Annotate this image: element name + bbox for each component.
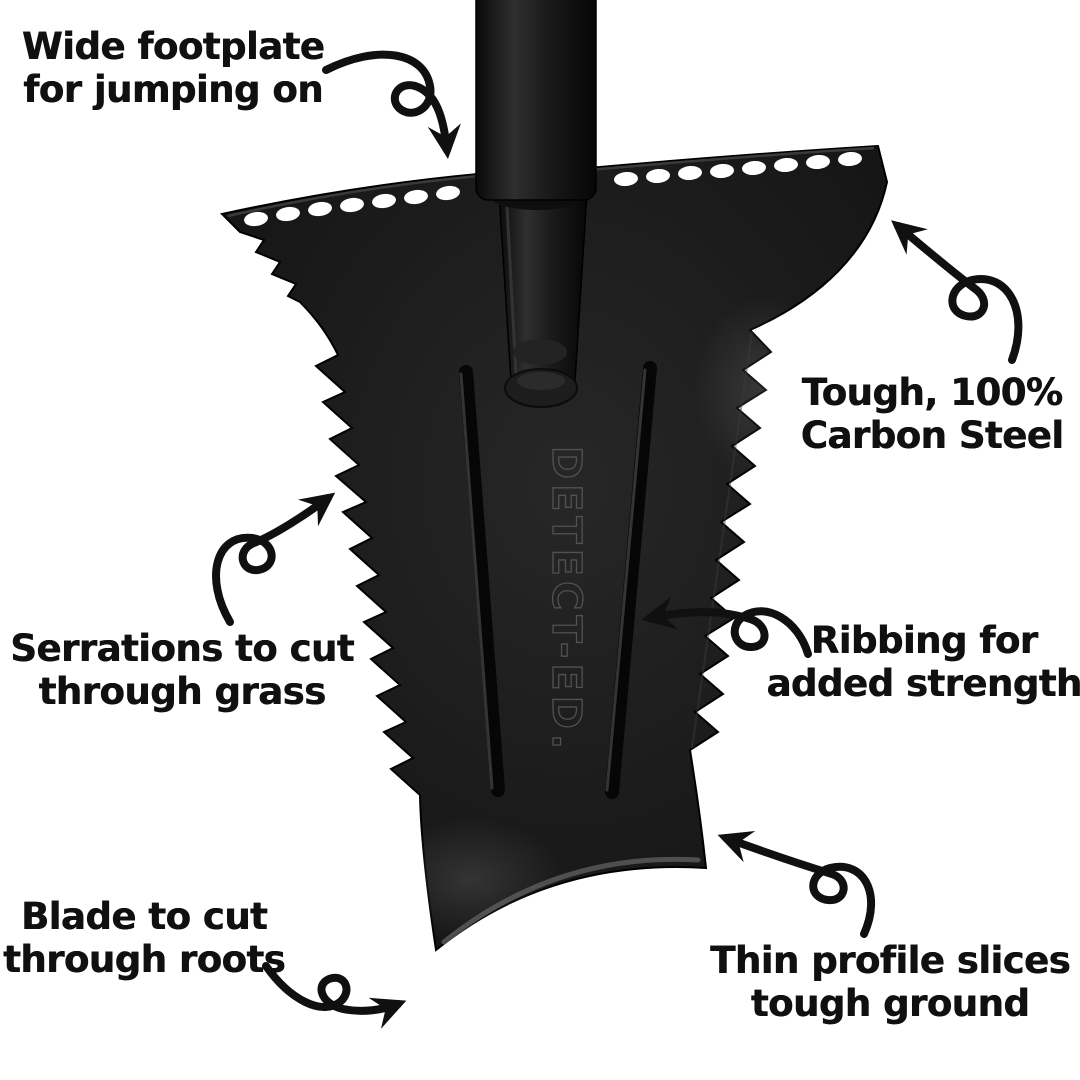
label-wide-footplate: Wide footplate for jumping on	[18, 25, 328, 112]
label-line: tough ground	[750, 981, 1030, 1025]
footplate-holes	[244, 151, 862, 227]
label-line: Ribbing for	[810, 619, 1038, 662]
label-blade-roots: Blade to cut through roots	[3, 895, 286, 982]
shovel-shaft	[475, 0, 597, 201]
blade-ribs	[459, 361, 657, 799]
label-line: Serrations to cut	[10, 627, 354, 670]
blade-bottom-bevel	[441, 856, 701, 945]
shovel-neck-highlight	[504, 186, 519, 394]
curly-arrow-profile-icon	[717, 831, 876, 938]
label-line: Blade to cut	[20, 895, 268, 938]
label-line: Tough, 100%	[801, 371, 1063, 414]
curly-arrow-serrations-icon	[212, 492, 336, 626]
blade-sheen	[693, 295, 837, 485]
label-carbon-steel: Tough, 100% Carbon Steel	[792, 371, 1072, 458]
label-thin-profile: Thin profile slices tough ground	[710, 939, 1071, 1026]
curly-arrow-carbon-steel-icon	[891, 220, 1023, 364]
label-serrations: Serrations to cut through grass	[10, 627, 354, 714]
blade-rib-left	[459, 365, 505, 797]
blade-sheen	[375, 818, 565, 942]
curly-arrow-blade-icon	[262, 962, 407, 1029]
label-line: Carbon Steel	[800, 413, 1064, 457]
blade-rib-right-highlight	[605, 368, 647, 792]
label-line: Thin profile slices	[710, 939, 1071, 982]
label-line: for jumping on	[23, 67, 323, 111]
label-line: added strength	[766, 661, 1080, 705]
curly-arrow-footplate-icon	[322, 50, 461, 159]
curly-arrow-ribbing-icon	[641, 596, 812, 658]
weld-collar	[504, 339, 578, 408]
label-line: through roots	[2, 937, 286, 981]
blade-rib-right	[605, 361, 657, 799]
right-edge-bevel	[691, 331, 753, 749]
label-line: Wide footplate	[21, 25, 325, 68]
footplate-edge-highlight	[227, 146, 875, 218]
blade-rib-left-highlight	[459, 372, 494, 790]
brand-engraving: DETECT-ED.	[543, 446, 589, 754]
label-ribbing: Ribbing for added strength	[766, 619, 1080, 706]
label-line: through grass	[38, 669, 327, 713]
